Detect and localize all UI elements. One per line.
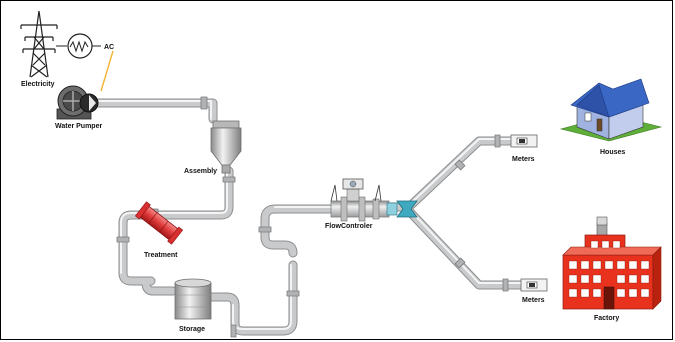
water-pumper-label: Water Pumper (55, 123, 102, 130)
meters-bottom-label: Meters (522, 297, 545, 304)
storage-tank-icon (174, 278, 212, 320)
treatment-filter-icon (134, 201, 184, 245)
ac-source-icon (56, 33, 114, 92)
houses-label: Houses (600, 149, 625, 156)
meters-top-label: Meters (512, 156, 535, 163)
storage-label: Storage (179, 326, 205, 333)
meter-top-icon (510, 134, 538, 148)
water-pump-icon (56, 85, 99, 120)
house-icon (559, 78, 663, 142)
electricity-label: Electricity (21, 81, 55, 88)
factory-label: Factory (594, 315, 619, 322)
factory-icon (562, 216, 662, 310)
electricity-tower-icon (20, 10, 58, 78)
assembly-label: Assembly (184, 168, 217, 175)
meter-bottom-icon (520, 278, 548, 292)
flow-controller-icon (330, 178, 390, 222)
assembly-tank-icon (210, 120, 242, 174)
treatment-label: Treatment (144, 252, 178, 259)
junction-valve-icon (386, 200, 418, 218)
ac-label: AC (104, 44, 114, 51)
flow-controller-label: FlowControler (325, 223, 373, 230)
